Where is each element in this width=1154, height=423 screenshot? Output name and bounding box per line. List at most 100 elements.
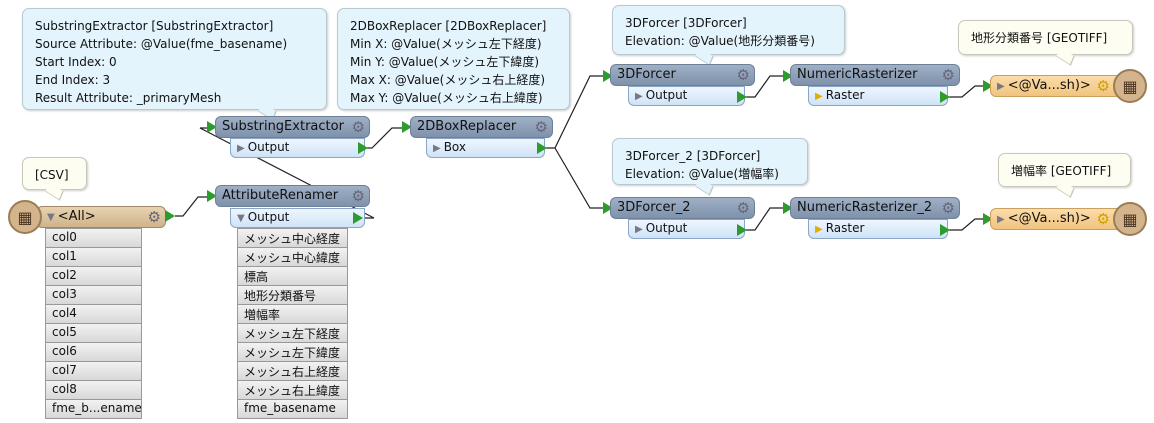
renamer-output-port[interactable]: ▼Output: [230, 208, 365, 228]
connection-forcer2-raster2: [745, 207, 785, 231]
connection-box-forcer2: [554, 147, 605, 209]
port-label: Output: [645, 221, 688, 235]
input-port-arrow[interactable]: [603, 202, 613, 214]
substring-extractor-node[interactable]: SubstringExtractor ⚙: [215, 116, 370, 138]
attribute-row: col2: [45, 267, 142, 286]
gear-icon[interactable]: ⚙: [736, 66, 750, 84]
substring-annotation: SubstringExtractor [SubstringExtractor] …: [22, 8, 327, 121]
geotiff-writer-1-feature-type[interactable]: ▶<@Va...sh)>⚙: [990, 75, 1125, 97]
raster2-output-port[interactable]: ▶Raster: [808, 219, 948, 239]
node-title: <@Va...sh)>: [1007, 211, 1091, 226]
attribute-row: col4: [45, 305, 142, 324]
connection-forcer-raster: [745, 75, 785, 98]
gear-icon[interactable]: ⚙: [736, 199, 750, 217]
raster-output-port[interactable]: ▶Raster: [808, 86, 948, 106]
node-title: 3DForcer_2: [617, 200, 691, 215]
gear-icon[interactable]: ⚙: [351, 118, 365, 136]
output-port-arrow[interactable]: [940, 224, 950, 236]
connection-raster-writer1: [948, 85, 985, 98]
geotiff-writer-icon[interactable]: ▦: [1113, 202, 1147, 236]
triangle-right-icon: ▶: [635, 224, 643, 235]
attribute-row: メッシュ右上緯度: [237, 381, 348, 400]
input-port-arrow[interactable]: [207, 190, 217, 202]
input-port-arrow[interactable]: [207, 121, 217, 133]
input-port-arrow[interactable]: [783, 70, 793, 82]
geotiff-writer-icon[interactable]: ▦: [1113, 69, 1147, 103]
gear-icon[interactable]: ⚙: [941, 66, 955, 84]
input-port-arrow[interactable]: [783, 202, 793, 214]
attribute-row: fme_b...ename: [45, 400, 142, 419]
node-title: 3DForcer: [617, 67, 676, 82]
gear-icon[interactable]: ⚙: [1096, 210, 1110, 228]
output-port-arrow[interactable]: [537, 142, 547, 154]
triangle-right-icon: ▶: [997, 214, 1005, 225]
substring-output-port[interactable]: ▶Output: [230, 138, 365, 158]
output-port-arrow[interactable]: [940, 91, 950, 103]
reader-annotation: [CSV]: [22, 157, 87, 201]
attribute-row: col8: [45, 381, 142, 400]
attribute-row: col7: [45, 362, 142, 381]
rasterizer2-node[interactable]: NumericRasterizer_2 ⚙: [790, 197, 960, 219]
triangle-right-icon: ▶: [433, 143, 441, 154]
writer1-annotation-text: 地形分類番号 [GEOTIFF]: [971, 31, 1108, 45]
forcer-annotation-text: 3DForcer [3DForcer] Elevation: @Value(地形…: [625, 16, 815, 48]
node-title: AttributeRenamer: [222, 188, 339, 203]
port-label: Output: [247, 210, 290, 224]
node-title: <All>: [57, 209, 96, 224]
csv-reader-feature-type[interactable]: ▼<All> ⚙: [36, 206, 166, 228]
rasterizer-node[interactable]: NumericRasterizer ⚙: [790, 64, 960, 86]
input-port-arrow[interactable]: [603, 70, 613, 82]
box-output-port[interactable]: ▶Box: [426, 138, 545, 158]
geotiff-writer-2-feature-type[interactable]: ▶<@Va...sh)> ⚙: [990, 208, 1125, 230]
forcer2-annotation-text: 3DForcer_2 [3DForcer] Elevation: @Value(…: [625, 149, 779, 181]
triangle-right-icon: ▶: [815, 224, 823, 235]
connection-renamer-substring: [199, 127, 375, 219]
output-port-arrow[interactable]: [353, 212, 363, 224]
attribute-row: メッシュ左下経度: [237, 324, 348, 343]
writer2-annotation: 増幅率 [GEOTIFF]: [998, 153, 1131, 198]
forcer2-node[interactable]: 3DForcer_2 ⚙: [610, 197, 755, 219]
node-title: NumericRasterizer_2: [797, 200, 933, 215]
node-title: SubstringExtractor: [222, 119, 344, 134]
csv-reader-icon[interactable]: ▦: [8, 200, 42, 234]
forcer2-output-port[interactable]: ▶Output: [628, 219, 745, 239]
forcer-output-port[interactable]: ▶Output: [628, 86, 745, 106]
output-port-arrow[interactable]: [737, 224, 747, 236]
input-port-arrow[interactable]: [402, 121, 412, 133]
attribute-renamer-node[interactable]: AttributeRenamer ⚙: [215, 185, 370, 207]
attribute-row: メッシュ中心経度: [237, 229, 348, 248]
gear-icon[interactable]: ⚙: [941, 199, 955, 217]
forcer2-annotation: 3DForcer_2 [3DForcer] Elevation: @Value(…: [612, 138, 808, 196]
attribute-row: col5: [45, 324, 142, 343]
forcer-node[interactable]: 3DForcer ⚙: [610, 64, 755, 86]
writer2-annotation-text: 増幅率 [GEOTIFF]: [1011, 164, 1112, 178]
input-port-arrow[interactable]: [983, 213, 993, 225]
gear-icon[interactable]: ⚙: [1096, 77, 1110, 95]
triangle-right-icon: ▶: [997, 81, 1005, 92]
output-port-arrow[interactable]: [165, 210, 175, 222]
attribute-row: メッシュ右上経度: [237, 362, 348, 381]
port-label: Output: [247, 140, 290, 154]
renamer-attribute-list: メッシュ中心経度 メッシュ中心緯度 標高 地形分類番号 増幅率 メッシュ左下経度…: [237, 228, 348, 419]
node-title: 2DBoxReplacer: [417, 119, 517, 134]
node-title: NumericRasterizer: [797, 67, 918, 82]
attribute-row: 標高: [237, 267, 348, 286]
gear-icon[interactable]: ⚙: [147, 208, 161, 226]
boxreplacer-node[interactable]: 2DBoxReplacer ⚙: [410, 116, 553, 138]
attribute-row: col3: [45, 286, 142, 305]
attribute-row: fme_basename: [237, 400, 348, 419]
input-port-arrow[interactable]: [983, 80, 993, 92]
gear-icon[interactable]: ⚙: [534, 118, 548, 136]
output-port-arrow[interactable]: [737, 91, 747, 103]
connection-reader-renamer: [175, 196, 210, 217]
port-label: Output: [645, 88, 688, 102]
port-label: Box: [443, 140, 467, 154]
attribute-row: メッシュ中心緯度: [237, 248, 348, 267]
gear-icon[interactable]: ⚙: [351, 187, 365, 205]
output-port-arrow[interactable]: [358, 142, 368, 154]
port-label: Raster: [825, 88, 865, 102]
attribute-row: col6: [45, 343, 142, 362]
attribute-row: 地形分類番号: [237, 286, 348, 305]
triangle-down-icon: ▼: [47, 212, 55, 223]
